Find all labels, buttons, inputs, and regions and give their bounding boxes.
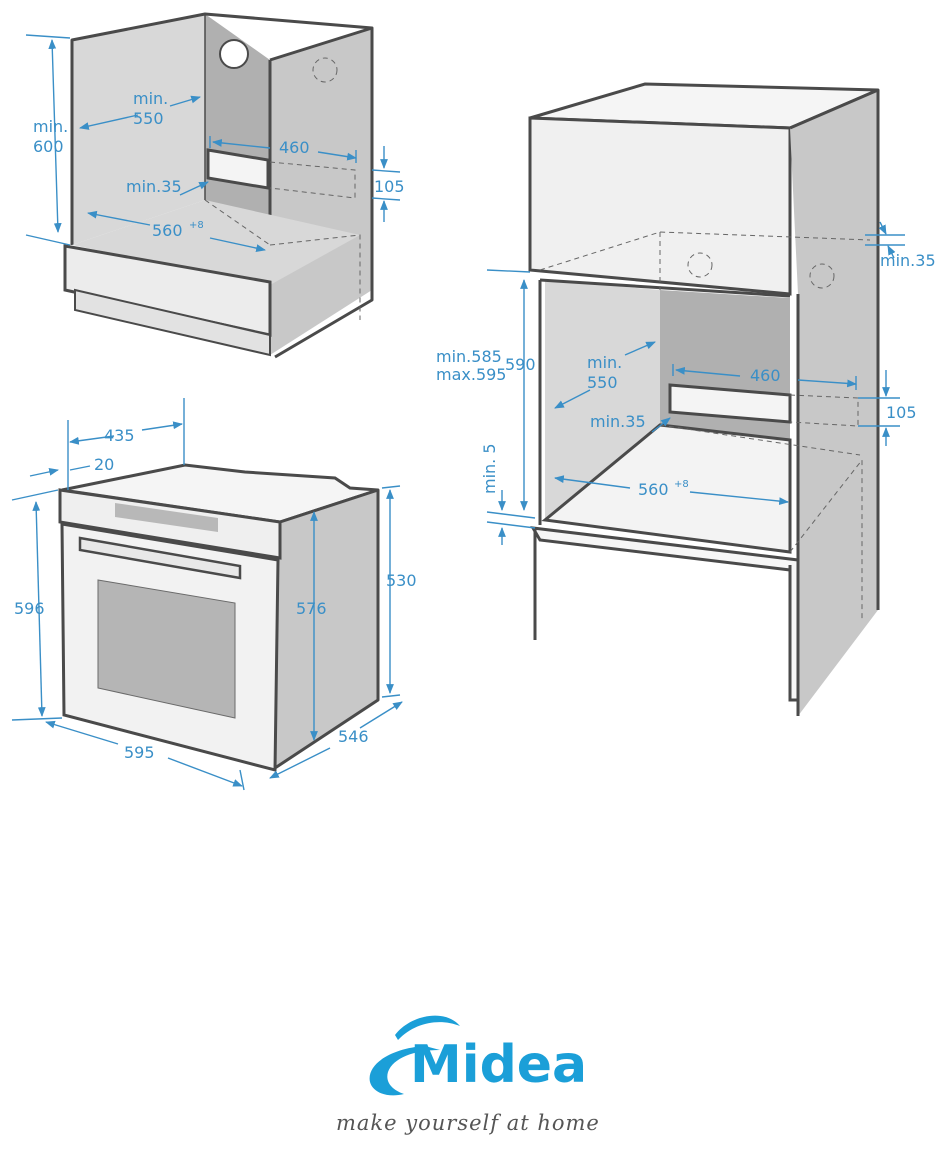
uc-width-tolerance: +8 [189,220,204,231]
oven-depth: 546 [338,727,369,746]
uc-height-label-1: min. [33,117,68,136]
tall-unit-drawing: min.35 min.585 max.595 590 min. 550 460 … [436,82,936,716]
tall-niche-range-2: max.595 [436,365,506,384]
uc-vent-offset: min.35 [126,177,182,196]
uc-depth-label-1: min. [133,89,168,108]
tall-width-label: 560 [638,480,669,499]
oven-drawing: 435 20 596 576 530 595 546 [11,398,417,791]
oven-front-offset: 20 [94,455,114,474]
tall-depth-label-1: min. [587,353,622,372]
tall-width-tolerance: +8 [674,479,689,490]
uc-height-label-2: 600 [33,137,64,156]
under-counter-cabinet-drawing: min. 600 min. 550 460 105 min.35 560 +8 [25,12,405,359]
tall-niche-range-1: min.585 [436,347,502,366]
uc-vent-width: 460 [279,138,310,157]
tall-niche-height: 590 [505,355,536,374]
brand-logo: Midea make yourself at home [336,1015,600,1135]
midea-swoosh-icon [369,1015,460,1096]
tall-depth-label-2: 550 [587,373,618,392]
oven-depth-top: 435 [104,426,135,445]
oven-front-height: 596 [14,599,45,618]
tall-vent-width: 460 [750,366,781,385]
tall-bottom-gap: min. 5 [480,443,499,494]
brand-slogan: make yourself at home [336,1111,600,1135]
tall-vent-offset: min.35 [590,412,646,431]
oven-back-height: 530 [386,571,417,590]
oven-width: 595 [124,743,155,762]
uc-depth-label-2: 550 [133,109,164,128]
brand-name: Midea [410,1035,587,1095]
uc-vent-height: 105 [374,177,405,196]
tall-top-gap: min.35 [880,251,936,270]
oven-side-height: 576 [296,599,327,618]
uc-width-label: 560 [152,221,183,240]
tall-vent-height: 105 [886,403,917,422]
